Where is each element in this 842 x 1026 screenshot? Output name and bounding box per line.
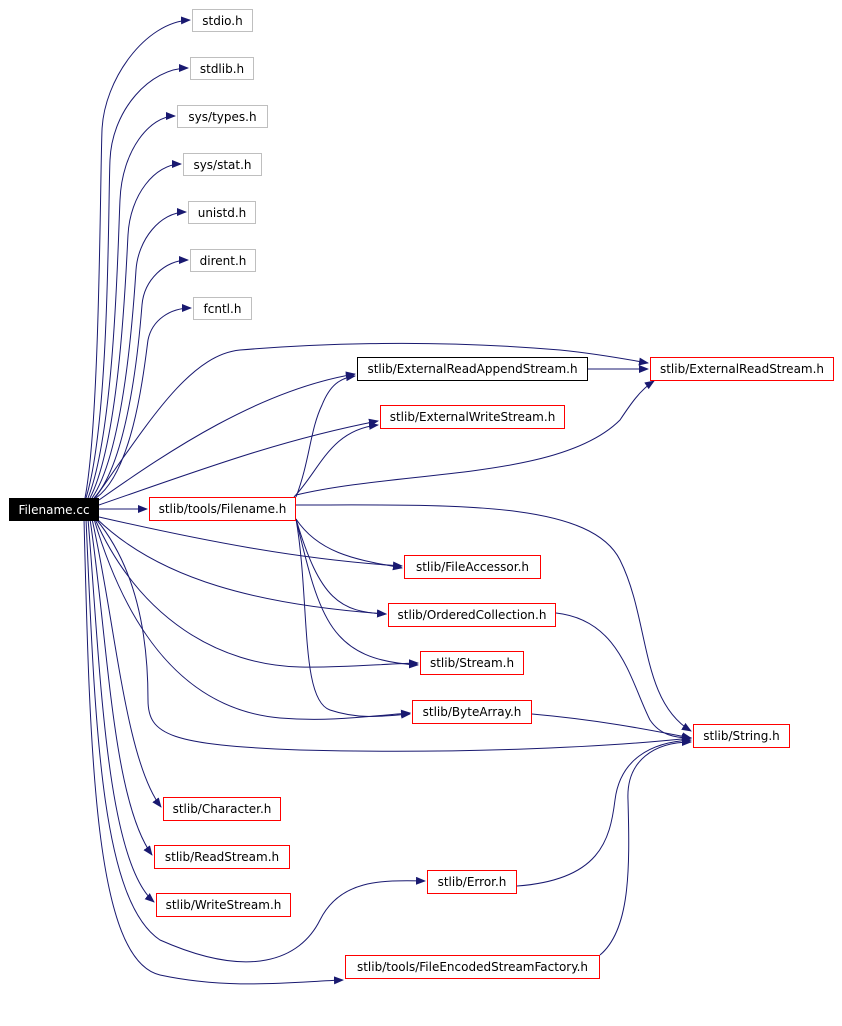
edge-filename-cc-to-character (91, 518, 162, 808)
edge-tools-filename-to-file-accessor (295, 518, 403, 571)
node-sys-stat-h: sys/stat.h (183, 153, 262, 176)
edge-filename-cc-to-string (95, 518, 692, 752)
edge-tools-filename-to-ext-read-append (295, 373, 356, 498)
edge-error-to-string (516, 736, 692, 887)
edge-filename-cc-to-unistd (91, 208, 187, 499)
node-character-h[interactable]: stlib/Character.h (163, 797, 281, 821)
node-tools-filename-h[interactable]: stlib/tools/Filename.h (149, 497, 296, 521)
edge-filename-cc-to-fcntl (95, 304, 192, 499)
node-error-h[interactable]: stlib/Error.h (427, 870, 517, 894)
node-string-h[interactable]: stlib/String.h (693, 724, 790, 748)
edge-tools-filename-to-ordered-collection (295, 518, 387, 618)
node-ordered-collection-h[interactable]: stlib/OrderedCollection.h (388, 603, 556, 627)
edge-tools-filename-to-ext-read (295, 380, 655, 496)
node-fcntl-h: fcntl.h (193, 297, 252, 320)
node-byte-array-h[interactable]: stlib/ByteArray.h (412, 700, 532, 724)
node-read-stream-h[interactable]: stlib/ReadStream.h (154, 845, 290, 869)
edge-filename-cc-to-byte-array (93, 518, 411, 720)
node-external-read-stream-h[interactable]: stlib/ExternalReadStream.h (650, 357, 834, 381)
node-filename-cc: Filename.cc (9, 498, 99, 521)
node-external-write-stream-h[interactable]: stlib/ExternalWriteStream.h (380, 405, 565, 429)
edge-filename-cc-to-ext-read (94, 342, 649, 499)
edge-filename-cc-to-read-stream (89, 518, 153, 856)
node-stdlib-h: stdlib.h (190, 57, 254, 80)
edge-filename-cc-to-stream (94, 518, 419, 668)
edge-filename-cc-to-error (85, 518, 426, 963)
edge-filename-cc-to-stdio (84, 16, 191, 499)
node-write-stream-h[interactable]: stlib/WriteStream.h (156, 893, 291, 917)
node-tools-file-encoded-stream-factory-h[interactable]: stlib/tools/FileEncodedStreamFactory.h (345, 955, 600, 979)
edge-tools-filename-to-ext-write (293, 421, 379, 498)
edge-filename-cc-to-sys-stat (89, 160, 182, 499)
edge-filename-cc-to-file-accessor (98, 516, 403, 570)
edge-filename-cc-to-stdlib (85, 64, 189, 499)
edge-tools-filename-to-string (295, 504, 692, 732)
edge-filename-cc-to-write-stream (87, 518, 155, 903)
node-stream-h[interactable]: stlib/Stream.h (420, 651, 524, 675)
node-dirent-h: dirent.h (190, 249, 256, 272)
node-stdio-h: stdio.h (192, 9, 253, 32)
edge-tools-filename-to-byte-array (295, 518, 411, 719)
edge-filename-cc-to-ext-read-append (98, 371, 356, 501)
edge-byte-array-to-string (531, 713, 692, 741)
node-external-read-append-stream-h: stlib/ExternalReadAppendStream.h (357, 357, 588, 381)
edge-filename-cc-to-ext-write (98, 418, 379, 506)
edge-filename-cc-to-dirent (93, 256, 189, 499)
edge-filename-cc-to-ordered-collection (96, 518, 387, 618)
node-sys-types-h: sys/types.h (177, 105, 268, 128)
edge-ordered-collection-to-string (555, 612, 692, 742)
edge-file-encoded-factory-to-string (599, 738, 692, 956)
edge-filename-cc-to-file-encoded-factory (83, 518, 344, 985)
edge-filename-cc-to-sys-types (87, 112, 176, 499)
node-file-accessor-h[interactable]: stlib/FileAccessor.h (404, 555, 541, 579)
node-unistd-h: unistd.h (188, 201, 256, 224)
edge-tools-filename-to-stream (295, 518, 419, 669)
